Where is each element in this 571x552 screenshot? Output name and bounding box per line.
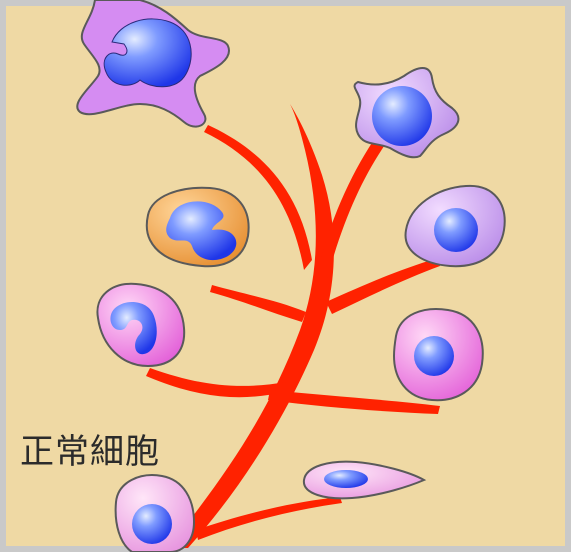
normal-cell-label: 正常細胞: [20, 424, 160, 473]
stem-cell: [116, 475, 194, 552]
orange-granulocyte-cell: [147, 188, 249, 267]
magenta-round-cell: [394, 309, 483, 400]
